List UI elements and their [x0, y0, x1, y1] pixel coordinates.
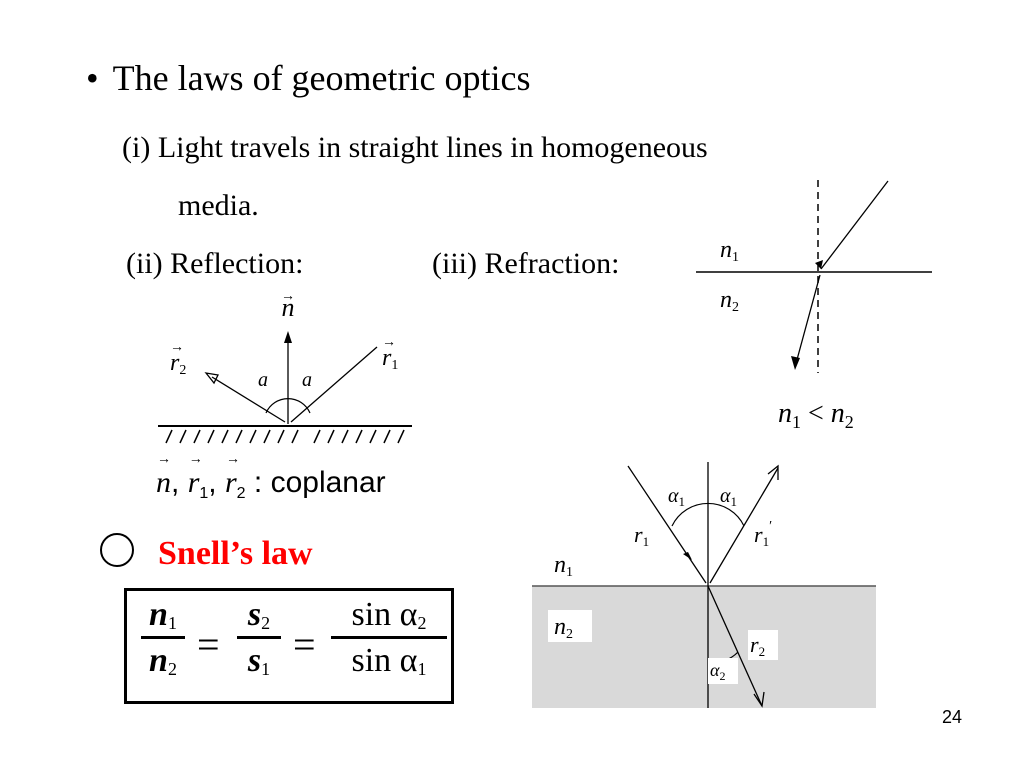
refracted-ray: [707, 585, 763, 707]
ray-r1-label: r1: [382, 345, 398, 373]
title-text: The laws of geometric optics: [112, 58, 531, 98]
svg-text:→: →: [170, 340, 184, 355]
coplanar-statement: n, r1, r2 : coplanar: [156, 468, 386, 502]
refraction-n1: n1: [720, 237, 739, 265]
fraction-s: s2 s1: [237, 595, 281, 680]
incidence-angle-arc: [671, 502, 745, 527]
r1-prime-label: r1′: [754, 519, 772, 549]
slide-title: • The laws of geometric optics: [86, 60, 530, 96]
snells-law-formula: n1 n2 = s2 s1 = sin α2 sin α1: [124, 588, 454, 704]
ray-r2-label: r2: [170, 350, 186, 378]
fraction-n: n1 n2: [141, 595, 185, 680]
incident-ray: [627, 465, 707, 584]
lower-medium: [532, 586, 876, 708]
snells-law-heading: Snell’s law: [100, 533, 313, 571]
law-i-text: (i) Light travels in straight lines in h…: [122, 131, 708, 164]
incident-ray-r1: [290, 346, 378, 423]
law-i-continuation: media.: [178, 189, 259, 222]
reflection-diagram: n → r2 → r1 → a a: [158, 289, 412, 444]
snells-law-diagram: α1 α1 r1 r1′ n1 n2 r2 α2: [532, 462, 876, 708]
refracted-ray: [794, 274, 821, 368]
alpha1-left-label: α1: [668, 485, 685, 509]
r1-label: r1: [634, 522, 649, 549]
svg-text:→: →: [281, 289, 295, 304]
refraction-label: (iii) Refraction:: [432, 247, 620, 280]
mirror-hatching: [165, 429, 405, 444]
reflection-label: (ii) Reflection:: [126, 247, 304, 280]
svg-text:→: →: [382, 335, 396, 350]
medium-n2-label: n2: [554, 614, 573, 642]
refraction-n2: n2: [720, 287, 739, 315]
r2-label: r2: [750, 632, 765, 659]
bullet: •: [86, 58, 99, 98]
fraction-sin: sin α2 sin α1: [331, 595, 447, 680]
incident-ray: [820, 180, 889, 270]
refraction-diagram: n1 n2: [696, 180, 932, 373]
normal-label: n: [282, 293, 295, 322]
reflected-ray-r2: [211, 376, 286, 423]
angle-a-right: a: [302, 369, 312, 391]
circle-bullet-icon: [100, 533, 134, 567]
angle-arc: [265, 397, 311, 414]
page-number: 24: [941, 707, 962, 727]
alpha2-label: α2: [710, 660, 725, 683]
incident-ray-arrowhead: [815, 260, 823, 269]
medium-n1-label: n1: [554, 552, 573, 580]
refracted-ray-arrowhead: [791, 356, 800, 370]
alpha1-right-label: α1: [720, 485, 737, 509]
refraction-inequality: n1 < n2: [778, 398, 854, 432]
angle-a-left: a: [258, 369, 268, 391]
